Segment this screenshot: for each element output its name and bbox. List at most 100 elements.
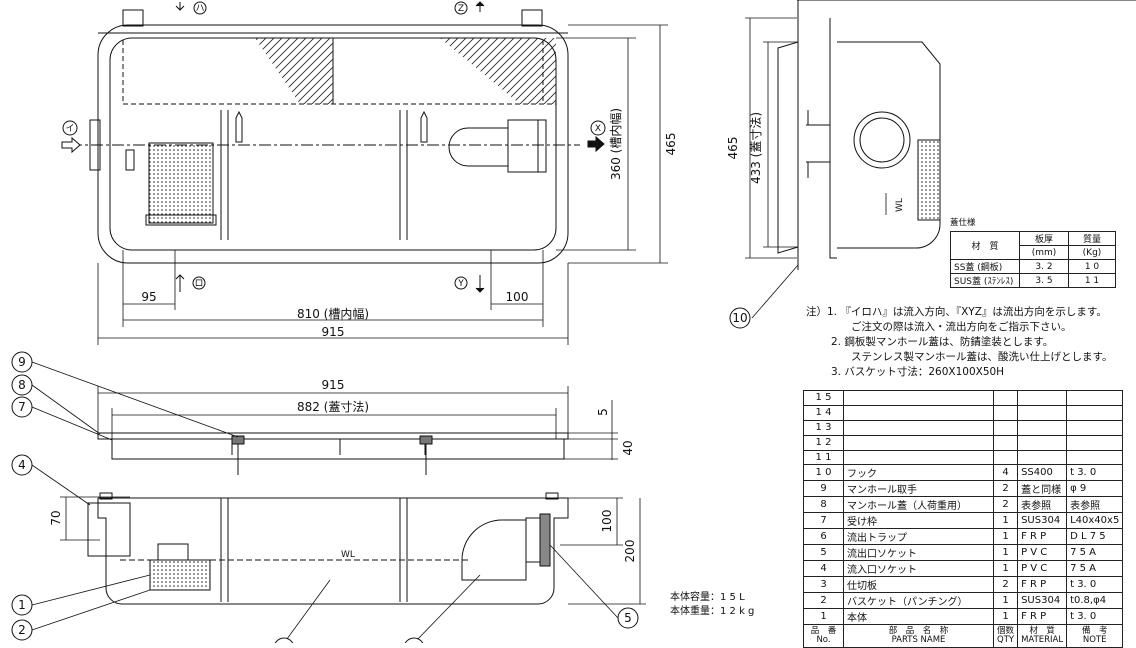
plan-dimensions: [97, 24, 668, 345]
callout-10: 10: [732, 311, 747, 325]
note-1: 注）1. 『イロハ』は流入方向、『XYZ』は流出方向を示します。: [806, 306, 1107, 318]
plan-outer-body: [97, 24, 569, 264]
plan-hook-left: [122, 9, 144, 27]
lid-frame: [111, 439, 565, 460]
section-view: [87, 492, 569, 605]
dim-side-lid: 433 (蓋寸法): [749, 112, 763, 184]
dim-right-offset: 100: [506, 290, 529, 304]
marker-y: Y: [457, 279, 464, 289]
plan-hatch-right: [440, 38, 556, 104]
marker-inlet: イ: [65, 124, 74, 134]
lid-spec-table: 材 質 板厚 質量 (mm) (Kg) SS蓋 (鋼板) 3. 2 1 0 SU…: [950, 231, 1116, 288]
callout-2: 2: [18, 623, 26, 637]
dim-lid-total: 915: [322, 378, 345, 392]
lid-spec-title: 蓋仕様: [950, 218, 976, 228]
section-body: [97, 498, 569, 605]
callout-leaders: [31, 264, 799, 643]
plan-basket: [148, 142, 214, 224]
marker-outlet: X: [595, 124, 601, 134]
side-view: [777, 0, 1136, 270]
capacity-volume: 本体容量：1 5 L: [670, 592, 745, 603]
dim-lid-40: 40: [621, 440, 635, 455]
marker-z: Z: [458, 4, 464, 14]
lid-plate: [97, 432, 569, 440]
parts-row: 1 1: [803, 449, 1124, 466]
note-1-sub: ご注文の際は流入・流出方向をご指示下さい。: [851, 321, 1072, 333]
plan-hook-right: [521, 9, 543, 27]
section-wl-label: WL: [341, 550, 355, 560]
lid-spec-unit-kg: (Kg): [1068, 245, 1116, 260]
section-basket: [149, 559, 211, 591]
plan-hatch-left: [255, 38, 333, 104]
side-outlet-ring-inner: [859, 117, 905, 163]
direction-markers: [61, 1, 606, 293]
dim-inner-width: 810 (槽内幅): [297, 306, 369, 321]
dim-left-offset: 95: [141, 290, 156, 304]
side-dimensions: [745, 17, 887, 259]
lid-dimensions: [97, 386, 618, 460]
lid-spec-header-material: 材 質: [950, 231, 1020, 260]
callout-1: 1: [18, 598, 26, 612]
note-2-sub: ステンレス製マンホール蓋は、酸洗い仕上げとします。: [851, 351, 1113, 363]
lid-spec-header-weight: 質量: [1068, 231, 1116, 246]
callout-5: 5: [624, 611, 632, 625]
callout-circles: [11, 307, 751, 643]
side-lid-edge: [777, 41, 799, 254]
plan-outlet-trap: [448, 127, 509, 167]
side-wl-label: WL: [895, 198, 905, 212]
marker-ha: ハ: [195, 4, 204, 14]
marker-ro: ロ: [194, 279, 203, 289]
section-inlet-socket: [87, 502, 131, 557]
dim-total-width: 915: [322, 325, 345, 339]
lid-view: [97, 432, 569, 475]
capacity-weight: 本体重量：1 2 k g: [670, 606, 755, 617]
dim-lid-5: 5: [596, 408, 610, 416]
parts-row: 1 5: [803, 390, 1124, 406]
callout-3: 3: [280, 641, 288, 643]
dim-side-height: 465: [726, 137, 740, 160]
side-outlet-ring-outer: [853, 111, 911, 169]
section-dimensions: [60, 496, 646, 605]
lid-spec: 蓋仕様 材 質 板厚 質量 (mm) (Kg) SS蓋 (鋼板) 3. 2 1 …: [950, 216, 1116, 288]
parts-row: 1 4: [803, 404, 1124, 421]
dim-plan-height: 465: [664, 133, 678, 156]
plan-view: [70, 9, 580, 264]
dim-section-200: 200: [623, 540, 637, 563]
note-2: 2. 鋼板製マンホール蓋は、防錆塗装とします。: [831, 336, 1054, 348]
callout-6: 6: [410, 641, 418, 643]
dim-plan-inner-height: 360 (槽内幅): [608, 108, 623, 180]
callout-7: 7: [18, 400, 26, 414]
callout-4: 4: [18, 458, 26, 472]
lid-spec-row: SUS蓋 (ｽﾃﾝﾚｽ) 3. 5 1 1: [950, 273, 1116, 288]
side-basket: [917, 139, 941, 221]
dim-section-100: 100: [600, 510, 614, 533]
callout-9: 9: [18, 355, 26, 369]
parts-row: 1 2: [803, 434, 1124, 451]
dim-section-70: 70: [49, 510, 63, 525]
callout-8: 8: [18, 378, 26, 392]
parts-row: 1 3: [803, 419, 1124, 436]
lid-spec-header-thickness: 板厚: [1019, 231, 1069, 246]
note-3: 3. バスケット寸法：260X100X50H: [831, 366, 1005, 378]
section-outlet-trap: [461, 519, 527, 581]
lid-spec-unit-mm: (mm): [1019, 245, 1069, 260]
plan-inlet-socket: [89, 119, 101, 171]
